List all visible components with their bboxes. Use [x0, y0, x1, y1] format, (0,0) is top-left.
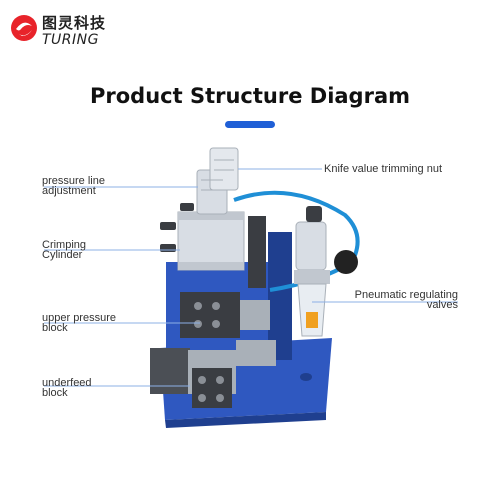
- callout-upper-pressure-block: upper pressure block: [42, 312, 116, 334]
- callout-line: underfeed: [42, 377, 92, 389]
- title-underline: [225, 121, 275, 128]
- callout-crimping-cylinder: Crimping Cylinder: [42, 239, 87, 261]
- brand-logo: 图灵科技 TURING: [10, 10, 120, 48]
- callout-line: pressure line: [42, 175, 105, 187]
- callout-line: upper pressure: [42, 312, 116, 324]
- crimping-cylinder: [160, 211, 245, 271]
- underfeed-block: [150, 340, 276, 408]
- callout-line: Crimping: [42, 239, 87, 251]
- callout-line: adjustment: [42, 185, 96, 197]
- callout-underfeed-block: underfeed block: [42, 377, 92, 399]
- pneumatic-valve: [294, 206, 358, 337]
- callout-knife-trimming-nut: Knife value trimming nut: [324, 163, 442, 175]
- callout-line: block: [42, 387, 68, 399]
- turing-logo-icon: [11, 15, 37, 41]
- brand-name-en: TURING: [42, 32, 99, 48]
- brand-name-cn: 图灵科技: [42, 14, 107, 32]
- callout-pneumatic-valves: Pneumatic regulating valves: [354, 289, 458, 311]
- page-title: Product Structure Diagram: [89, 84, 410, 108]
- callout-lines: [44, 168, 458, 387]
- upper-pressure-block: [180, 292, 270, 338]
- callout-line: valves: [426, 299, 458, 311]
- callout-line: Cylinder: [42, 249, 83, 261]
- callout-line: Knife value trimming nut: [324, 163, 442, 175]
- callout-line: block: [42, 322, 68, 334]
- adjustment-knobs: [180, 147, 239, 215]
- callout-pressure-line-adjustment: pressure line adjustment: [42, 175, 105, 197]
- callout-line: Pneumatic regulating: [354, 289, 458, 301]
